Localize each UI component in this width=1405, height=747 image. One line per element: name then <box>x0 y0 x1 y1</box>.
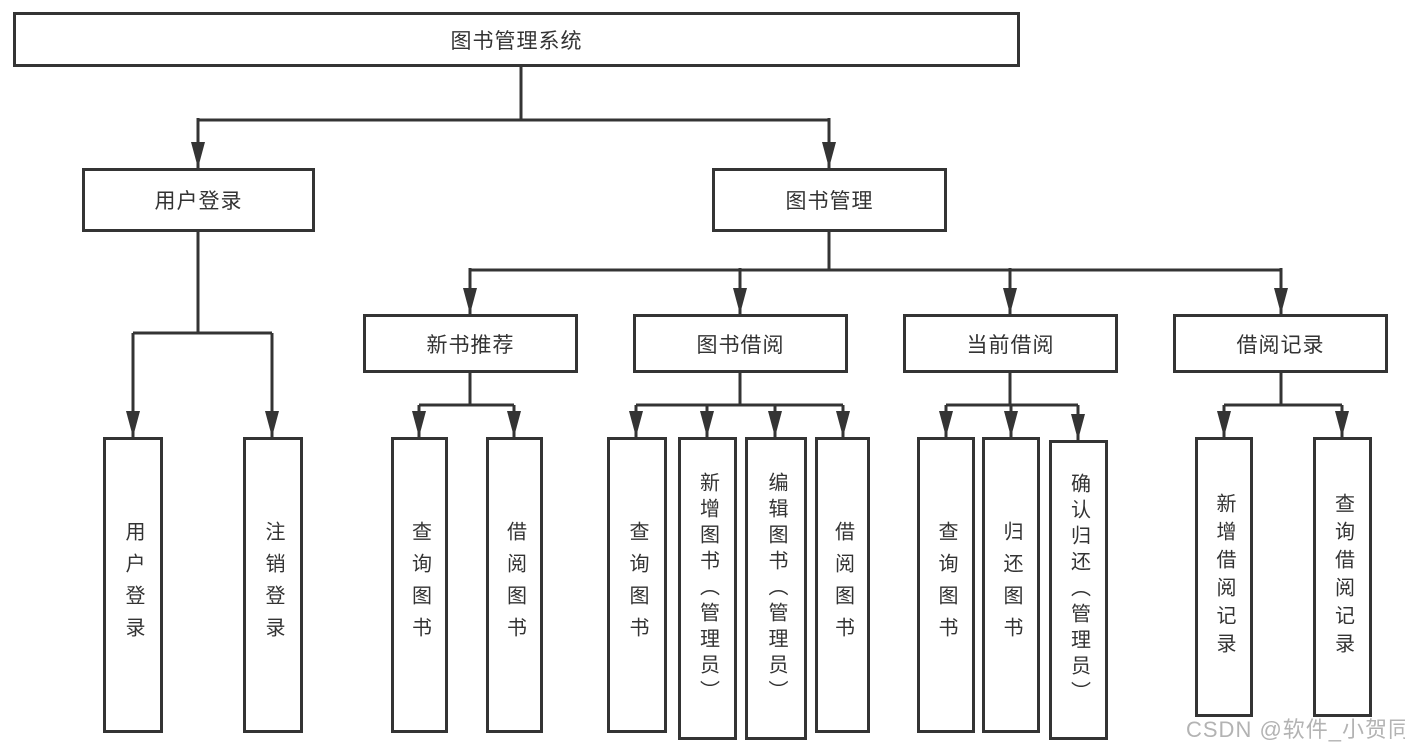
leaf-borrow-books-1: 借阅图书 <box>486 437 543 733</box>
csdn-watermark: CSDN @软件_小贺同学 <box>1186 717 1405 742</box>
leaf-user-login: 用户登录 <box>103 437 163 733</box>
leaf-query-borrow-record: 查询借阅记录 <box>1313 437 1372 717</box>
leaf-add-book-admin: 新增图书（管理员） <box>678 437 737 740</box>
leaf-query-books-3: 查询图书 <box>917 437 975 733</box>
leaf-query-books-2: 查询图书 <box>607 437 667 733</box>
node-current-borrowing: 当前借阅 <box>903 314 1118 373</box>
node-borrow-records: 借阅记录 <box>1173 314 1388 373</box>
node-user-login: 用户登录 <box>82 168 315 232</box>
node-book-management: 图书管理 <box>712 168 947 232</box>
leaf-borrow-books-2: 借阅图书 <box>815 437 870 733</box>
node-new-book-recommend: 新书推荐 <box>363 314 578 373</box>
leaf-logout: 注销登录 <box>243 437 303 733</box>
leaf-confirm-return-admin: 确认归还（管理员） <box>1049 440 1108 740</box>
node-book-borrowing: 图书借阅 <box>633 314 848 373</box>
leaf-query-books-1: 查询图书 <box>391 437 448 733</box>
leaf-edit-book-admin: 编辑图书（管理员） <box>745 437 807 740</box>
leaf-return-book: 归还图书 <box>982 437 1040 733</box>
node-root: 图书管理系统 <box>13 12 1020 67</box>
leaf-add-borrow-record: 新增借阅记录 <box>1195 437 1253 717</box>
